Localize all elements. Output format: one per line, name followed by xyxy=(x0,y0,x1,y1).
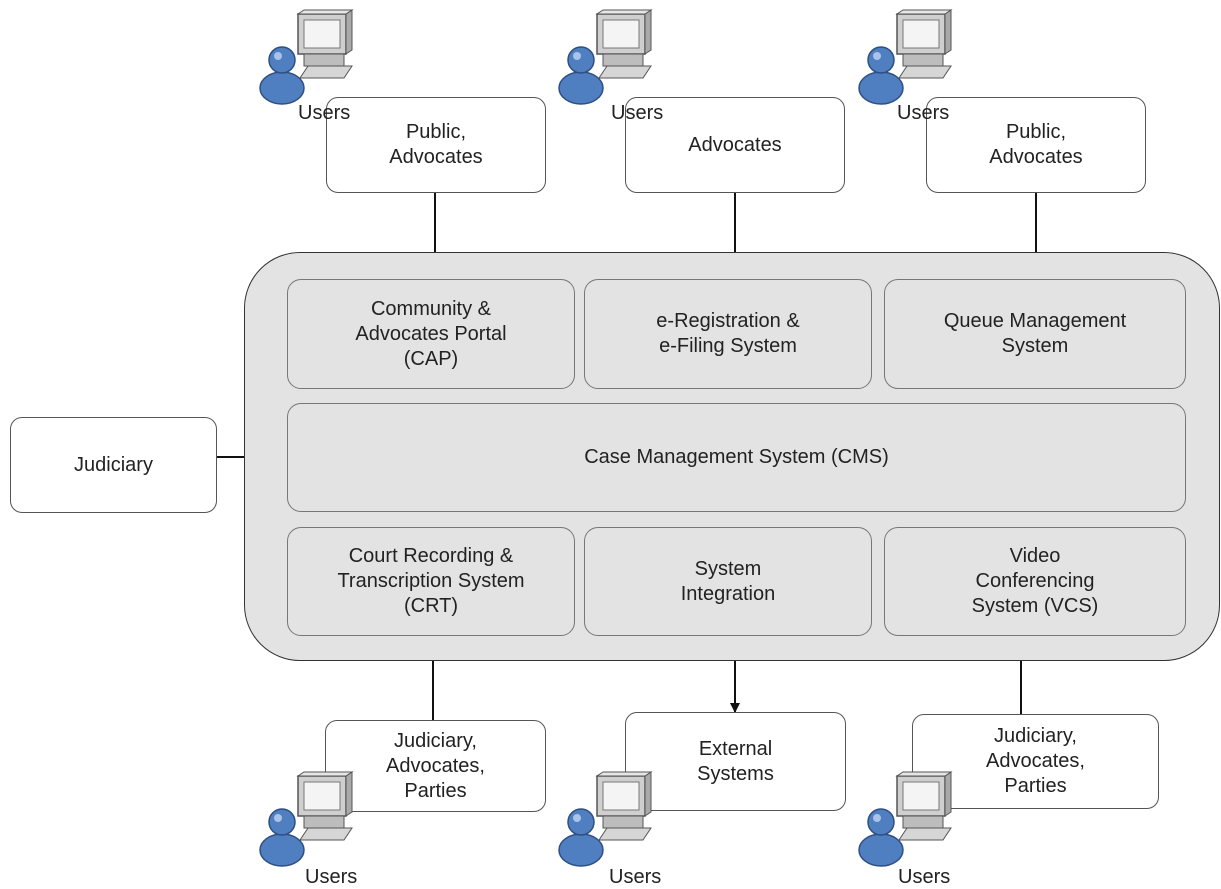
audience-box-top-right: Public, Advocates xyxy=(926,97,1146,193)
user-computer-icon xyxy=(547,8,667,118)
users-label: Users xyxy=(298,102,351,124)
users-label: Users xyxy=(305,866,358,888)
audience-box-bottom-left: Judiciary, Advocates, Parties xyxy=(325,720,546,812)
audience-box-top-middle: Advocates xyxy=(625,97,845,193)
users-label: Users xyxy=(609,866,662,888)
users-label: Users xyxy=(897,102,950,124)
user-computer-icon xyxy=(847,770,967,880)
user-computer-icon xyxy=(248,770,368,880)
users-label: Users xyxy=(898,866,951,888)
judiciary-box: Judiciary xyxy=(10,417,217,513)
audience-box-bottom-right: Judiciary, Advocates, Parties xyxy=(912,714,1159,809)
audience-box-bottom-middle: External Systems xyxy=(625,712,846,811)
module-efiling: e-Registration & e-Filing System xyxy=(584,279,872,389)
user-computer-icon xyxy=(248,8,368,118)
user-computer-icon xyxy=(847,8,967,118)
module-cap: Community & Advocates Portal (CAP) xyxy=(287,279,575,389)
users-label: Users xyxy=(611,102,664,124)
module-integration: System Integration xyxy=(584,527,872,636)
module-cms: Case Management System (CMS) xyxy=(287,403,1186,512)
module-queue: Queue Management System xyxy=(884,279,1186,389)
module-crt: Court Recording & Transcription System (… xyxy=(287,527,575,636)
audience-box-top-left: Public, Advocates xyxy=(326,97,546,193)
user-computer-icon xyxy=(547,770,667,880)
module-vcs: Video Conferencing System (VCS) xyxy=(884,527,1186,636)
